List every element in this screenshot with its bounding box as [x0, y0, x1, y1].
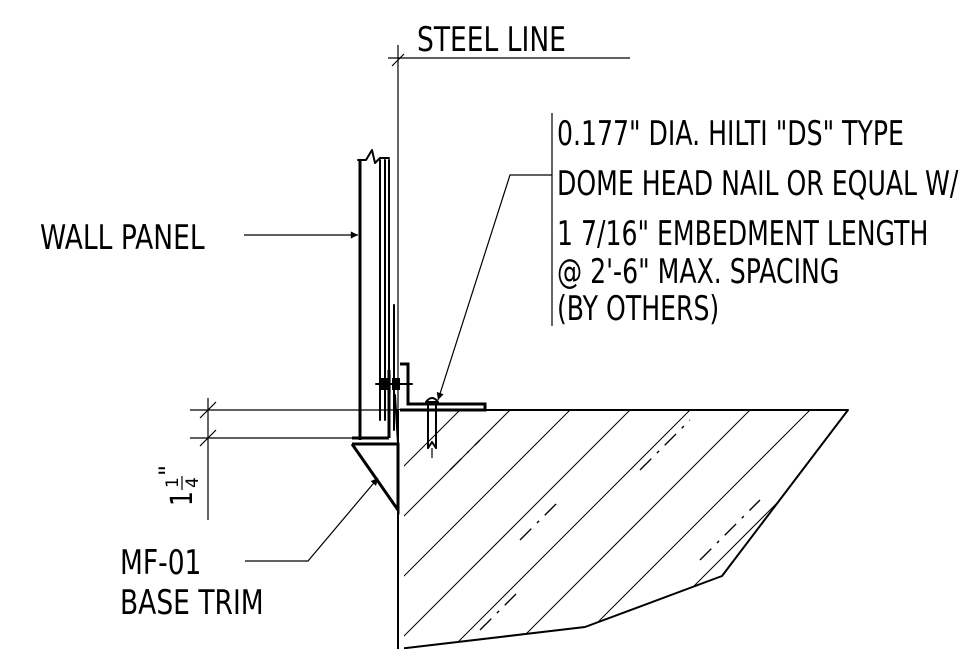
dimension-denominator: 4 — [183, 477, 203, 488]
wall-panel — [352, 149, 395, 440]
concrete-slab — [397, 409, 849, 649]
steel-line — [388, 45, 630, 410]
fastener-note: 0.177" DIA. HILTI "DS" TYPE DOME HEAD NA… — [551, 113, 959, 329]
fastener-note-line-2: DOME HEAD NAIL OR EQUAL W/ — [557, 164, 959, 204]
dimension-whole: 1 — [165, 491, 200, 506]
concrete-hatch — [399, 410, 848, 649]
base-trim-label-line-2: BASE TRIM — [120, 584, 264, 623]
fastener-note-line-4: @ 2'-6" MAX. SPACING — [557, 252, 839, 292]
fastener-bolt — [375, 374, 413, 394]
steel-line-label: STEEL LINE — [417, 21, 566, 60]
fastener-note-line-5: (BY OTHERS) — [557, 289, 719, 329]
fastener-note-line-1: 0.177" DIA. HILTI "DS" TYPE — [557, 114, 904, 154]
fastener-note-line-3: 1 7/16" EMBEDMENT LENGTH — [557, 214, 928, 254]
dimension-label: 1 1 4 " — [154, 465, 203, 506]
dome-head-nail — [425, 397, 439, 458]
base-trim — [350, 362, 487, 515]
dimension-1-1-4 — [190, 398, 398, 520]
fastener-leader — [436, 174, 552, 401]
dimension-inch-mark: " — [154, 465, 182, 476]
dimension-numerator: 1 — [163, 477, 183, 488]
base-trim-leader — [245, 477, 379, 562]
wall-panel-label: WALL PANEL — [40, 219, 205, 258]
base-trim-label-line-1: MF-01 — [120, 544, 201, 583]
